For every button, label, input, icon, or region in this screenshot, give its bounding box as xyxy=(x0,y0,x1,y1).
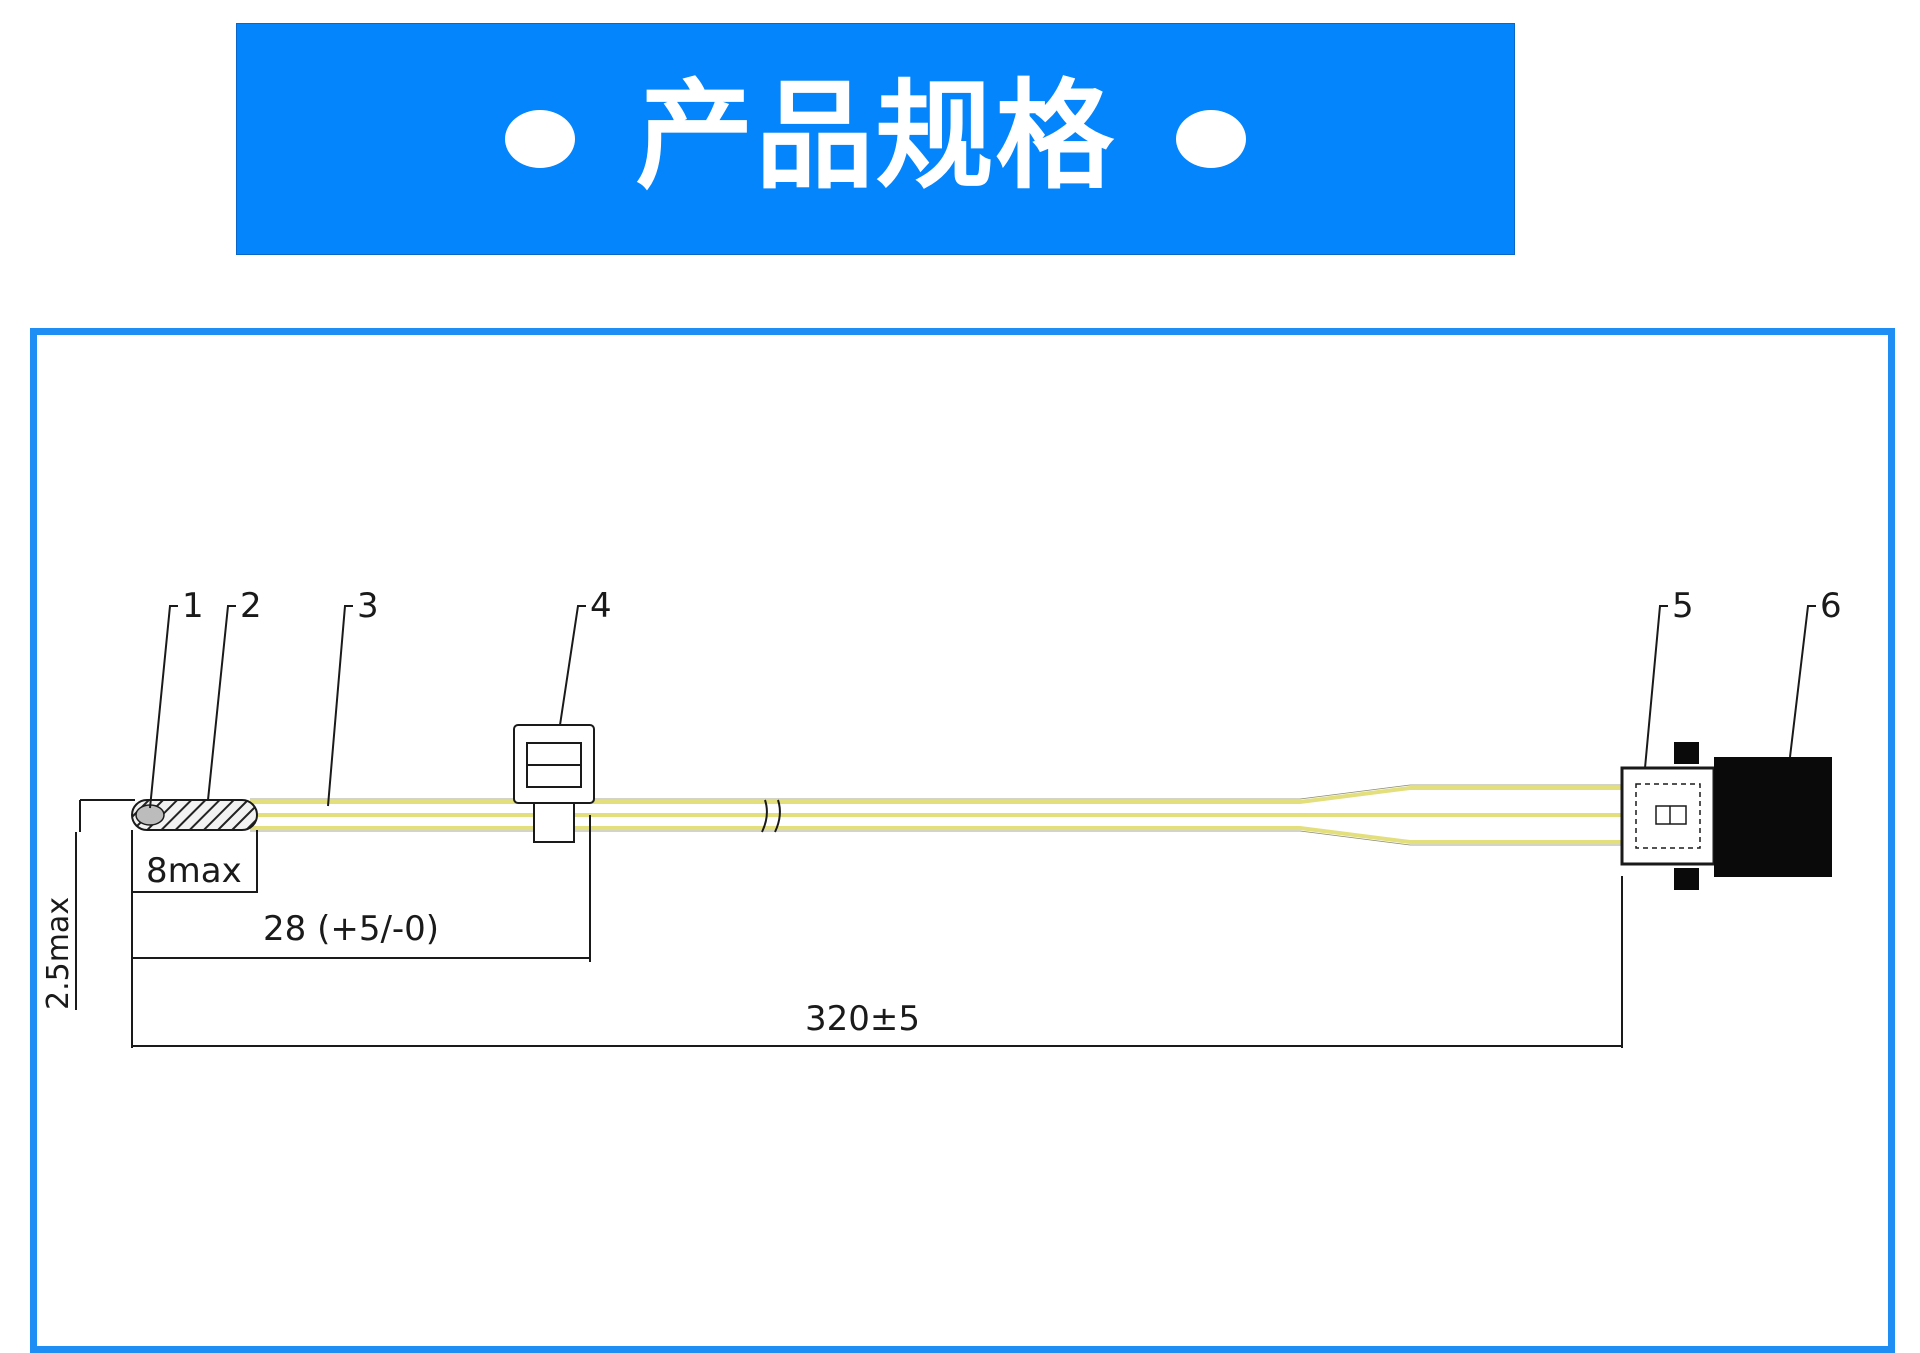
section-banner: 产品规格 xyxy=(236,23,1515,255)
callout-1: 1 xyxy=(182,586,204,626)
callout-4: 4 xyxy=(590,586,612,626)
clip-distance-label: 28 (+5/-0) xyxy=(263,909,439,949)
callout-5: 5 xyxy=(1672,586,1694,626)
clip-distance-dimension xyxy=(131,815,591,1048)
callout-2: 2 xyxy=(240,586,262,626)
diameter-label: 2.5max xyxy=(41,897,76,1010)
connector xyxy=(1620,742,1832,890)
probe-length-box xyxy=(131,830,258,893)
wires xyxy=(250,786,1622,844)
wire-clip xyxy=(513,724,595,843)
callout-3: 3 xyxy=(357,586,379,626)
bullet-dot-left xyxy=(505,110,576,168)
bullet-dot-right xyxy=(1175,110,1246,168)
total-length-label: 320±5 xyxy=(805,999,920,1039)
diameter-bracket xyxy=(75,799,135,1010)
break-mark xyxy=(761,799,781,833)
callout-6: 6 xyxy=(1820,586,1842,626)
banner-title: 产品规格 xyxy=(635,66,1116,205)
leader-lines xyxy=(149,605,1816,809)
total-length-dimension xyxy=(132,876,1623,1048)
probe-length-label: 8max xyxy=(146,851,242,891)
